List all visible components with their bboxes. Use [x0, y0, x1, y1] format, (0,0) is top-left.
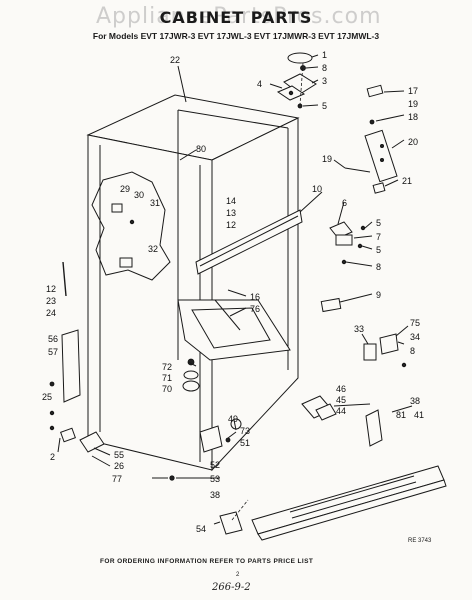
ordering-note: FOR ORDERING INFORMATION REFER TO PARTS … [100, 558, 314, 565]
label-part-31: 31 [150, 198, 160, 208]
label-part-17: 17 [408, 86, 418, 96]
label-part-12b: 12 [46, 284, 56, 294]
label-part-12: 12 [226, 220, 236, 230]
label-part-70: 70 [162, 384, 172, 394]
label-part-3: 3 [322, 76, 327, 86]
label-part-51: 51 [240, 438, 250, 448]
label-part-24: 24 [46, 308, 56, 318]
label-part-1: 1 [322, 50, 327, 60]
label-part-9: 9 [376, 290, 381, 300]
label-part-38b: 38 [210, 490, 220, 500]
label-part-7: 7 [376, 232, 381, 242]
cutaway-inset [91, 171, 171, 281]
label-part-10: 10 [312, 184, 322, 194]
label-part-30: 30 [134, 190, 144, 200]
bottom-hinge [363, 333, 407, 368]
label-part-38: 38 [410, 396, 420, 406]
label-part-16: 16 [250, 292, 260, 302]
label-part-52: 52 [210, 460, 220, 470]
reference-code: RE 3743 [408, 538, 432, 544]
label-part-71: 71 [162, 373, 172, 383]
label-part-20: 20 [408, 137, 418, 147]
label-part-6: 6 [342, 198, 347, 208]
label-part-75: 75 [410, 318, 420, 328]
watermark: AppliancePartsPros.com [96, 4, 382, 29]
leader-lines [57, 54, 413, 525]
door-stop [320, 297, 342, 313]
label-part-54: 54 [196, 524, 206, 534]
label-part-45: 45 [336, 395, 346, 405]
page-number: 2 [236, 572, 240, 578]
label-part-5b: 5 [376, 218, 381, 228]
label-part-2: 2 [50, 452, 55, 462]
label-part-4: 4 [257, 79, 262, 89]
label-part-73: 73 [240, 426, 250, 436]
label-part-5c: 5 [376, 245, 381, 255]
label-part-81: 81 [396, 410, 406, 420]
label-part-49: 49 [228, 414, 238, 424]
label-part-55: 55 [114, 450, 124, 460]
label-part-22: 22 [170, 55, 180, 65]
label-part-34: 34 [410, 332, 420, 342]
label-part-26: 26 [114, 461, 124, 471]
label-part-8b: 8 [376, 262, 381, 272]
label-part-46: 46 [336, 384, 346, 394]
label-part-5: 5 [322, 101, 327, 111]
cabinet-shell [86, 94, 303, 472]
label-part-8c: 8 [410, 346, 415, 356]
center-hinge [329, 221, 366, 265]
label-part-32: 32 [148, 244, 158, 254]
part-labels: 1 8 3 4 5 22 17 19 18 20 80 21 19 29 30 … [42, 50, 424, 534]
label-part-72: 72 [162, 362, 172, 372]
label-part-57: 57 [48, 347, 58, 357]
diagram-title: CABINET PARTS [159, 8, 313, 27]
label-part-19: 19 [408, 99, 418, 109]
label-part-44: 44 [336, 406, 346, 416]
label-part-41: 41 [414, 410, 424, 420]
left-side-parts [49, 261, 81, 431]
cam-assembly [301, 395, 337, 421]
leveling-legs [182, 358, 200, 392]
label-part-80: 80 [196, 144, 206, 154]
label-part-23: 23 [46, 296, 56, 306]
label-part-13: 13 [226, 208, 236, 218]
label-part-18: 18 [408, 112, 418, 122]
label-part-76: 76 [250, 304, 260, 314]
label-part-33: 33 [354, 324, 364, 334]
label-part-56: 56 [48, 334, 58, 344]
label-part-53: 53 [210, 474, 220, 484]
handwritten-note: 266-9-2 [212, 582, 251, 593]
label-part-77: 77 [112, 474, 122, 484]
bottom-left-parts [60, 427, 249, 535]
models-line: For Models EVT 17JWR-3 EVT 17JWL-3 EVT 1… [92, 31, 380, 41]
label-part-19b: 19 [322, 154, 332, 164]
upper-hinge [276, 52, 317, 109]
label-part-25: 25 [42, 392, 52, 402]
toe-grille [251, 409, 447, 541]
label-part-14: 14 [226, 196, 236, 206]
label-part-29: 29 [120, 184, 130, 194]
label-part-21: 21 [402, 176, 412, 186]
rollers [199, 418, 242, 453]
door-handle [344, 84, 398, 194]
label-part-8: 8 [322, 63, 327, 73]
